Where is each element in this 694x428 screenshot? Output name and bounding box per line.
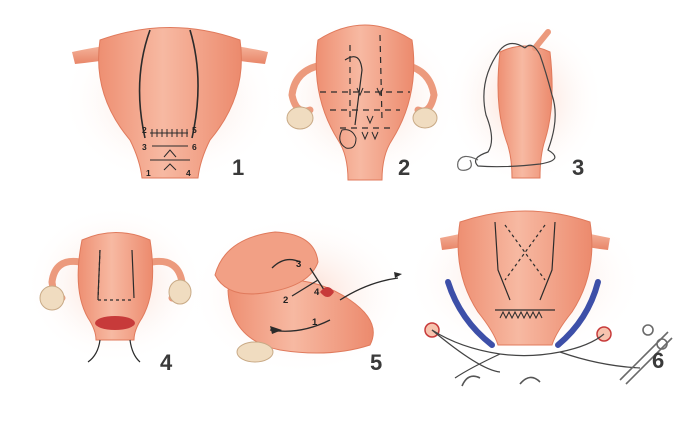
panel-6: 6 bbox=[405, 200, 673, 387]
mark-label: 5 bbox=[192, 125, 197, 135]
step-number: 3 bbox=[572, 155, 584, 180]
forceps-icon bbox=[619, 324, 673, 385]
incision bbox=[95, 316, 135, 330]
needle-icon bbox=[519, 376, 541, 385]
panel-1: 2 5 3 6 1 4 1 bbox=[60, 15, 280, 185]
mark-label: 3 bbox=[142, 142, 147, 152]
ovary bbox=[236, 341, 274, 363]
uterus-body bbox=[98, 27, 242, 179]
mark-label: 3 bbox=[296, 259, 301, 270]
uterus-body bbox=[497, 45, 553, 179]
stitch-row bbox=[150, 129, 190, 171]
panel-4: 4 bbox=[25, 205, 205, 375]
step-number: 1 bbox=[232, 155, 244, 180]
mark-label: 4 bbox=[314, 287, 320, 298]
mark-label: 1 bbox=[312, 317, 318, 328]
needle-icon bbox=[461, 375, 481, 387]
arrow-icon bbox=[270, 272, 402, 334]
ovary bbox=[168, 279, 192, 305]
mark-label: 4 bbox=[186, 168, 191, 178]
ovary bbox=[412, 107, 438, 129]
right-ureter bbox=[555, 279, 601, 348]
mark-label: 2 bbox=[283, 295, 288, 306]
step-number: 4 bbox=[160, 350, 173, 375]
zigzag-suture bbox=[499, 310, 543, 320]
left-ureter bbox=[445, 279, 495, 348]
step-number: 5 bbox=[370, 350, 382, 375]
panel-5: 3 2 4 1 5 bbox=[190, 215, 410, 375]
ovary bbox=[286, 106, 314, 130]
step-number: 2 bbox=[398, 155, 410, 180]
step-number: 6 bbox=[652, 348, 664, 373]
mark-label: 2 bbox=[142, 125, 147, 135]
panel-2: 2 bbox=[270, 15, 460, 185]
mark-label: 1 bbox=[146, 168, 151, 178]
mark-label: 6 bbox=[192, 142, 197, 152]
uterus-body bbox=[227, 279, 374, 354]
ovary bbox=[39, 285, 65, 311]
uterus-body bbox=[457, 210, 593, 346]
uterus-body bbox=[77, 232, 154, 341]
panel-3: 3 bbox=[445, 15, 605, 185]
